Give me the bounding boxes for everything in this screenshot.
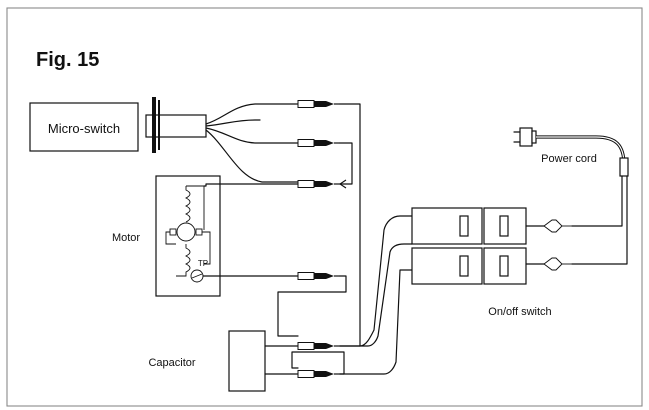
cord-strain-relief	[619, 157, 629, 177]
thermal-protector-label: TP	[198, 259, 208, 268]
switch-terminal-2	[459, 255, 469, 277]
wire-motor-top	[203, 183, 299, 187]
field-winding-upper	[184, 186, 191, 223]
motor-armature	[176, 222, 196, 242]
blade-connector-cap-b	[297, 370, 340, 378]
figure-frame	[6, 7, 643, 407]
wire-tp-to-cap	[277, 275, 347, 337]
figure-title: Fig. 15	[36, 49, 99, 71]
on-off-switch: On/off switch	[411, 207, 552, 318]
wire-to-switch-c	[339, 269, 413, 375]
wire-to-switch-b	[339, 243, 413, 347]
switch-connector-bottom	[525, 257, 572, 271]
power-plug	[519, 127, 533, 147]
power-cord-label: Power cord	[541, 153, 597, 165]
blade-connector-ms-mid	[297, 139, 340, 147]
wire-bus-right	[339, 103, 361, 347]
blade-connector-motor-tp	[297, 272, 340, 280]
switch-terminal-4	[499, 255, 509, 277]
capacitor-label: Capacitor	[148, 357, 195, 369]
motor: Motor TP	[112, 175, 299, 297]
power-cord: Power cord	[513, 127, 629, 265]
motor-label: Motor	[112, 232, 140, 244]
wire-ms-bottom	[205, 129, 299, 183]
micro-switch-flange	[152, 97, 156, 153]
cord-wire-2	[571, 175, 628, 265]
field-winding-lower	[176, 244, 191, 277]
micro-switch-box	[29, 102, 139, 152]
switch-cell-bl	[411, 247, 483, 285]
wire-ms-top	[205, 103, 299, 125]
cord-wire-1	[571, 175, 623, 227]
wire-to-switch-a	[359, 215, 413, 347]
connector-group	[297, 100, 347, 378]
wire-ms-to-motor	[339, 142, 353, 185]
wire-ms-mid-a	[205, 119, 261, 127]
switch-terminal-1	[459, 215, 469, 237]
capacitor: Capacitor	[148, 330, 299, 392]
switch-terminal-3	[499, 215, 509, 237]
blade-connector-cap-a	[297, 342, 340, 350]
switch-cell-tl	[411, 207, 483, 245]
on-off-switch-label: On/off switch	[488, 306, 551, 318]
micro-switch-label: Micro-switch	[48, 121, 120, 136]
micro-switch: Micro-switch	[29, 97, 207, 153]
capacitor-box	[228, 330, 266, 392]
switch-cell-br	[483, 247, 527, 285]
blade-connector-motor-top	[297, 180, 340, 188]
blade-connector-ms-top	[297, 100, 340, 108]
switch-connector-top	[525, 219, 572, 233]
wire-ms-mid	[205, 127, 299, 144]
